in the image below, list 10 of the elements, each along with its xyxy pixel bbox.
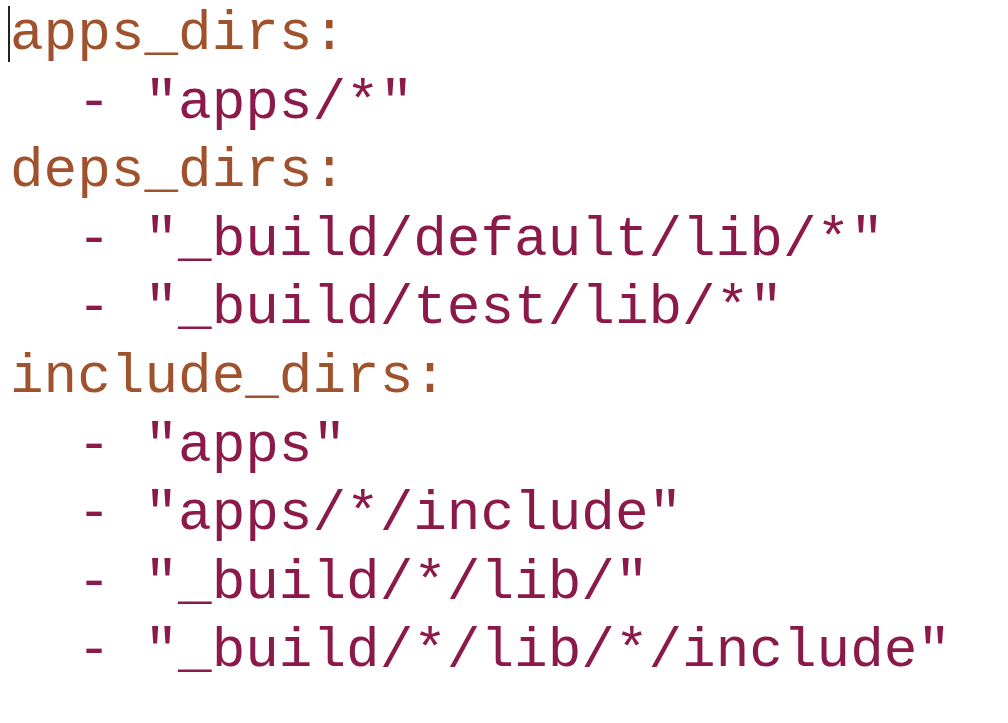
- yaml-key: deps_dirs:: [10, 137, 347, 206]
- yaml-list-item: - "_build/test/lib/*": [77, 275, 783, 343]
- yaml-key: include_dirs:: [10, 342, 447, 412]
- yaml-key: apps_dirs:: [10, 0, 347, 69]
- yaml-list-item: - "_build/default/lib/*": [77, 206, 884, 274]
- yaml-list-item: - "apps/*/include": [77, 481, 683, 549]
- yaml-list-item: - "_build/*/lib/": [77, 549, 649, 617]
- yaml-list-item: - "apps": [77, 412, 347, 480]
- yaml-list-item: - "_build/*/lib/*/include": [77, 618, 951, 686]
- yaml-list-item: - "apps/*": [77, 69, 414, 137]
